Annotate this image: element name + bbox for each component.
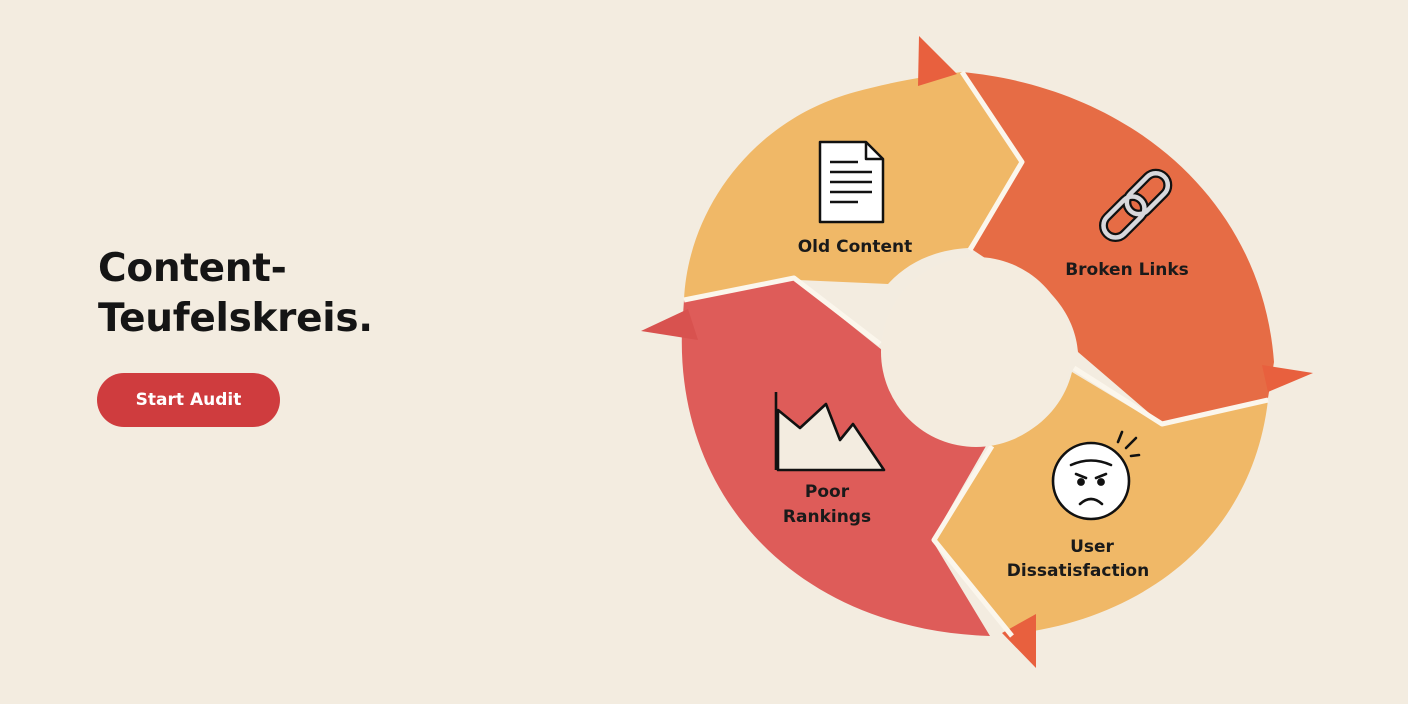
declining-chart-icon xyxy=(774,392,886,472)
arrowhead-old-content xyxy=(918,36,957,86)
label-old-content: Old Content xyxy=(798,237,913,257)
title-line-1: Content- xyxy=(98,246,287,291)
label-poor-rankings-line2: Rankings xyxy=(783,507,871,527)
title-line-2: Teufelskreis. xyxy=(98,296,373,341)
page-title: Content- Teufelskreis. xyxy=(98,244,373,344)
arrowhead-poor-rankings xyxy=(641,309,698,340)
label-user-dissatisfaction-line2: Dissatisfaction xyxy=(1007,561,1149,581)
start-audit-button[interactable]: Start Audit xyxy=(97,373,280,427)
segment-broken-links[interactable] xyxy=(962,72,1274,424)
frowning-face-icon xyxy=(1051,430,1141,521)
document-icon xyxy=(818,140,885,224)
label-poor-rankings-line1: Poor xyxy=(805,482,850,502)
chain-link-icon xyxy=(1098,168,1173,243)
label-user-dissatisfaction-line1: User xyxy=(1070,537,1114,557)
segment-separators xyxy=(683,70,1269,638)
center-hole xyxy=(881,257,1071,447)
arrowhead-broken-links xyxy=(1262,365,1313,392)
arrowhead-user-dissatisfaction xyxy=(1002,614,1036,668)
label-broken-links: Broken Links xyxy=(1065,260,1189,280)
